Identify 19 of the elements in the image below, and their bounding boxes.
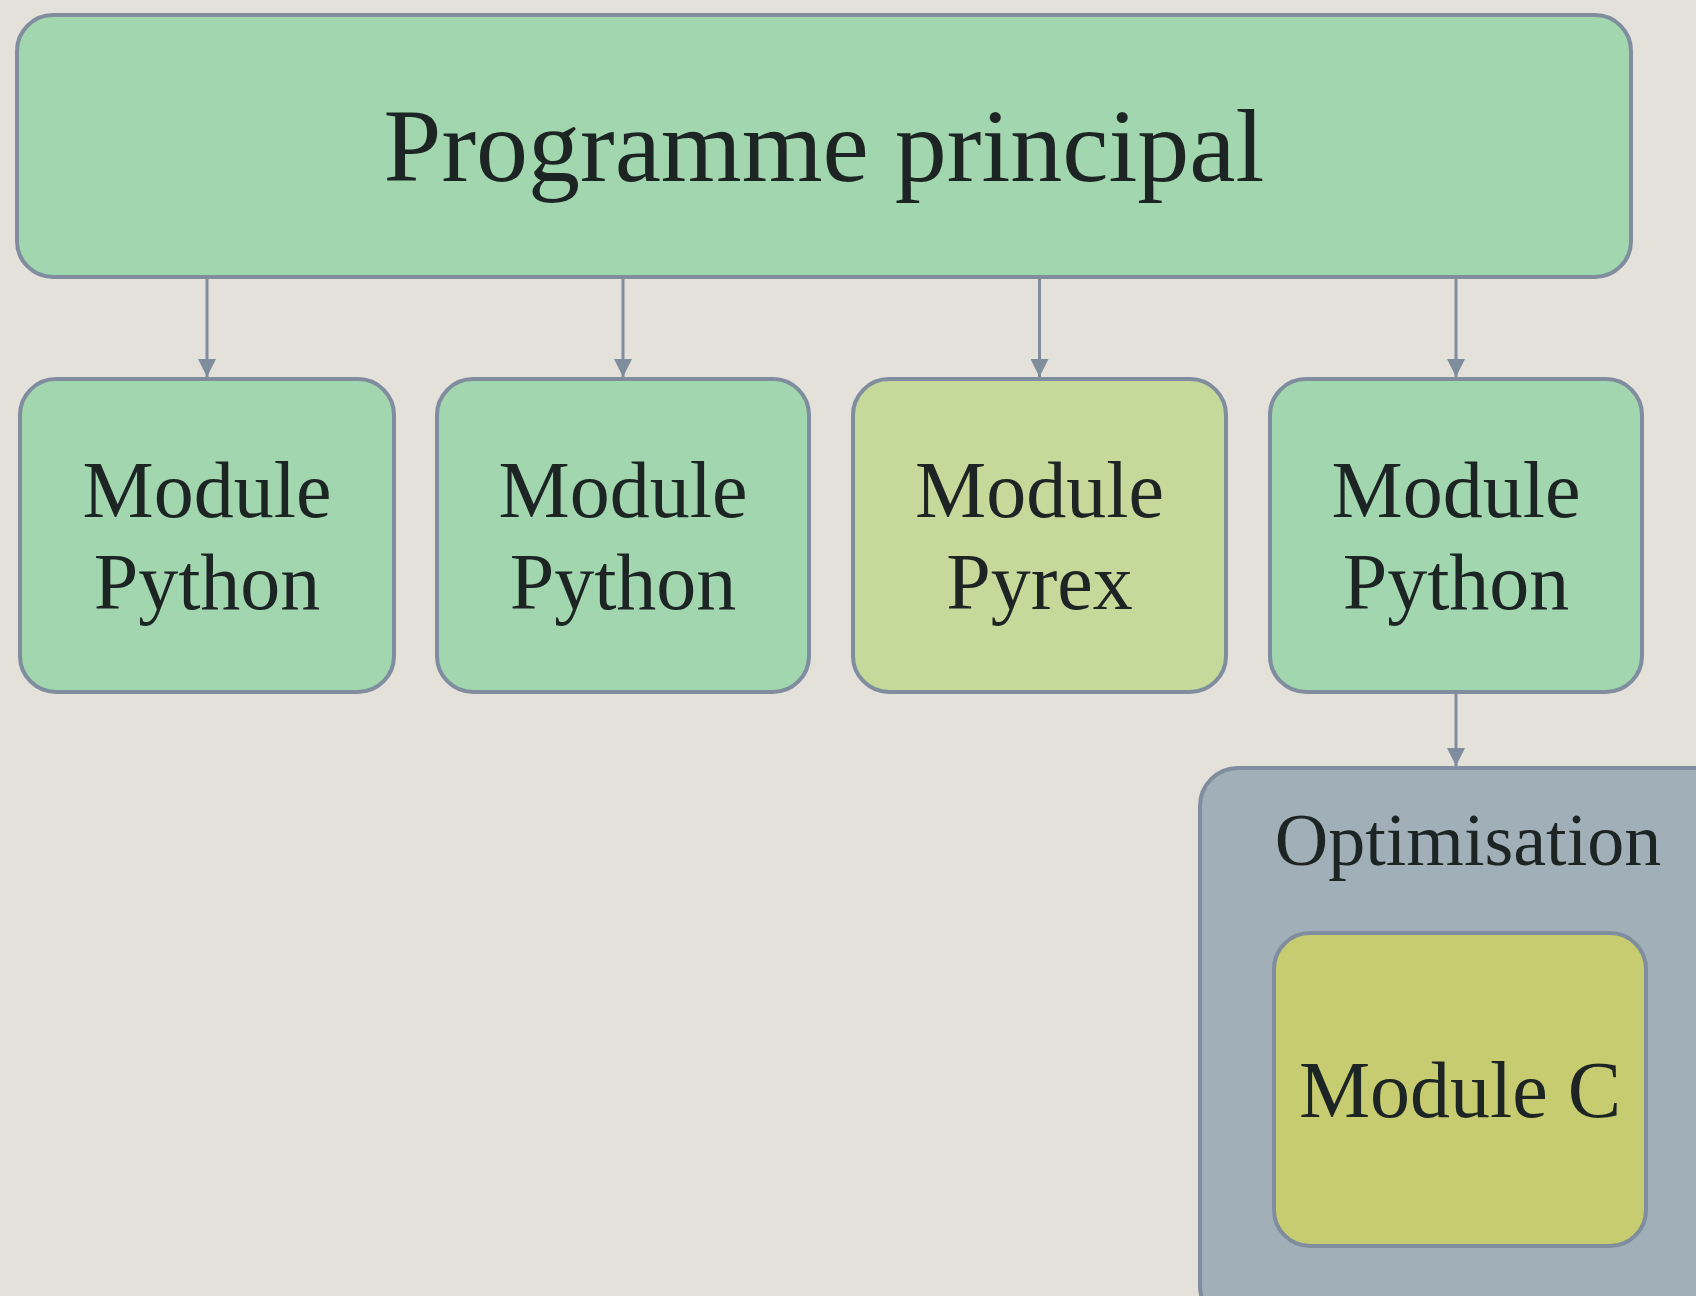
node-label: Programme principal xyxy=(382,87,1266,206)
node-label: Module C xyxy=(1297,1044,1623,1136)
arrow xyxy=(1447,694,1465,766)
process-box xyxy=(18,377,396,694)
arrow xyxy=(614,279,632,377)
group-box xyxy=(1198,766,1696,1296)
node-label: Module Python xyxy=(81,444,333,628)
process-box xyxy=(15,13,1633,279)
process-box xyxy=(435,377,811,694)
node-label: Module Python xyxy=(497,444,749,628)
process-box xyxy=(851,377,1228,694)
node-label: Module Python xyxy=(1330,444,1582,628)
arrow xyxy=(1447,279,1465,377)
node-label: Module Pyrex xyxy=(914,444,1165,628)
arrow xyxy=(198,279,216,377)
process-box xyxy=(1272,931,1648,1248)
node-label: Optimisation xyxy=(1273,798,1663,883)
process-box xyxy=(1268,377,1644,694)
arrow xyxy=(1030,279,1049,377)
